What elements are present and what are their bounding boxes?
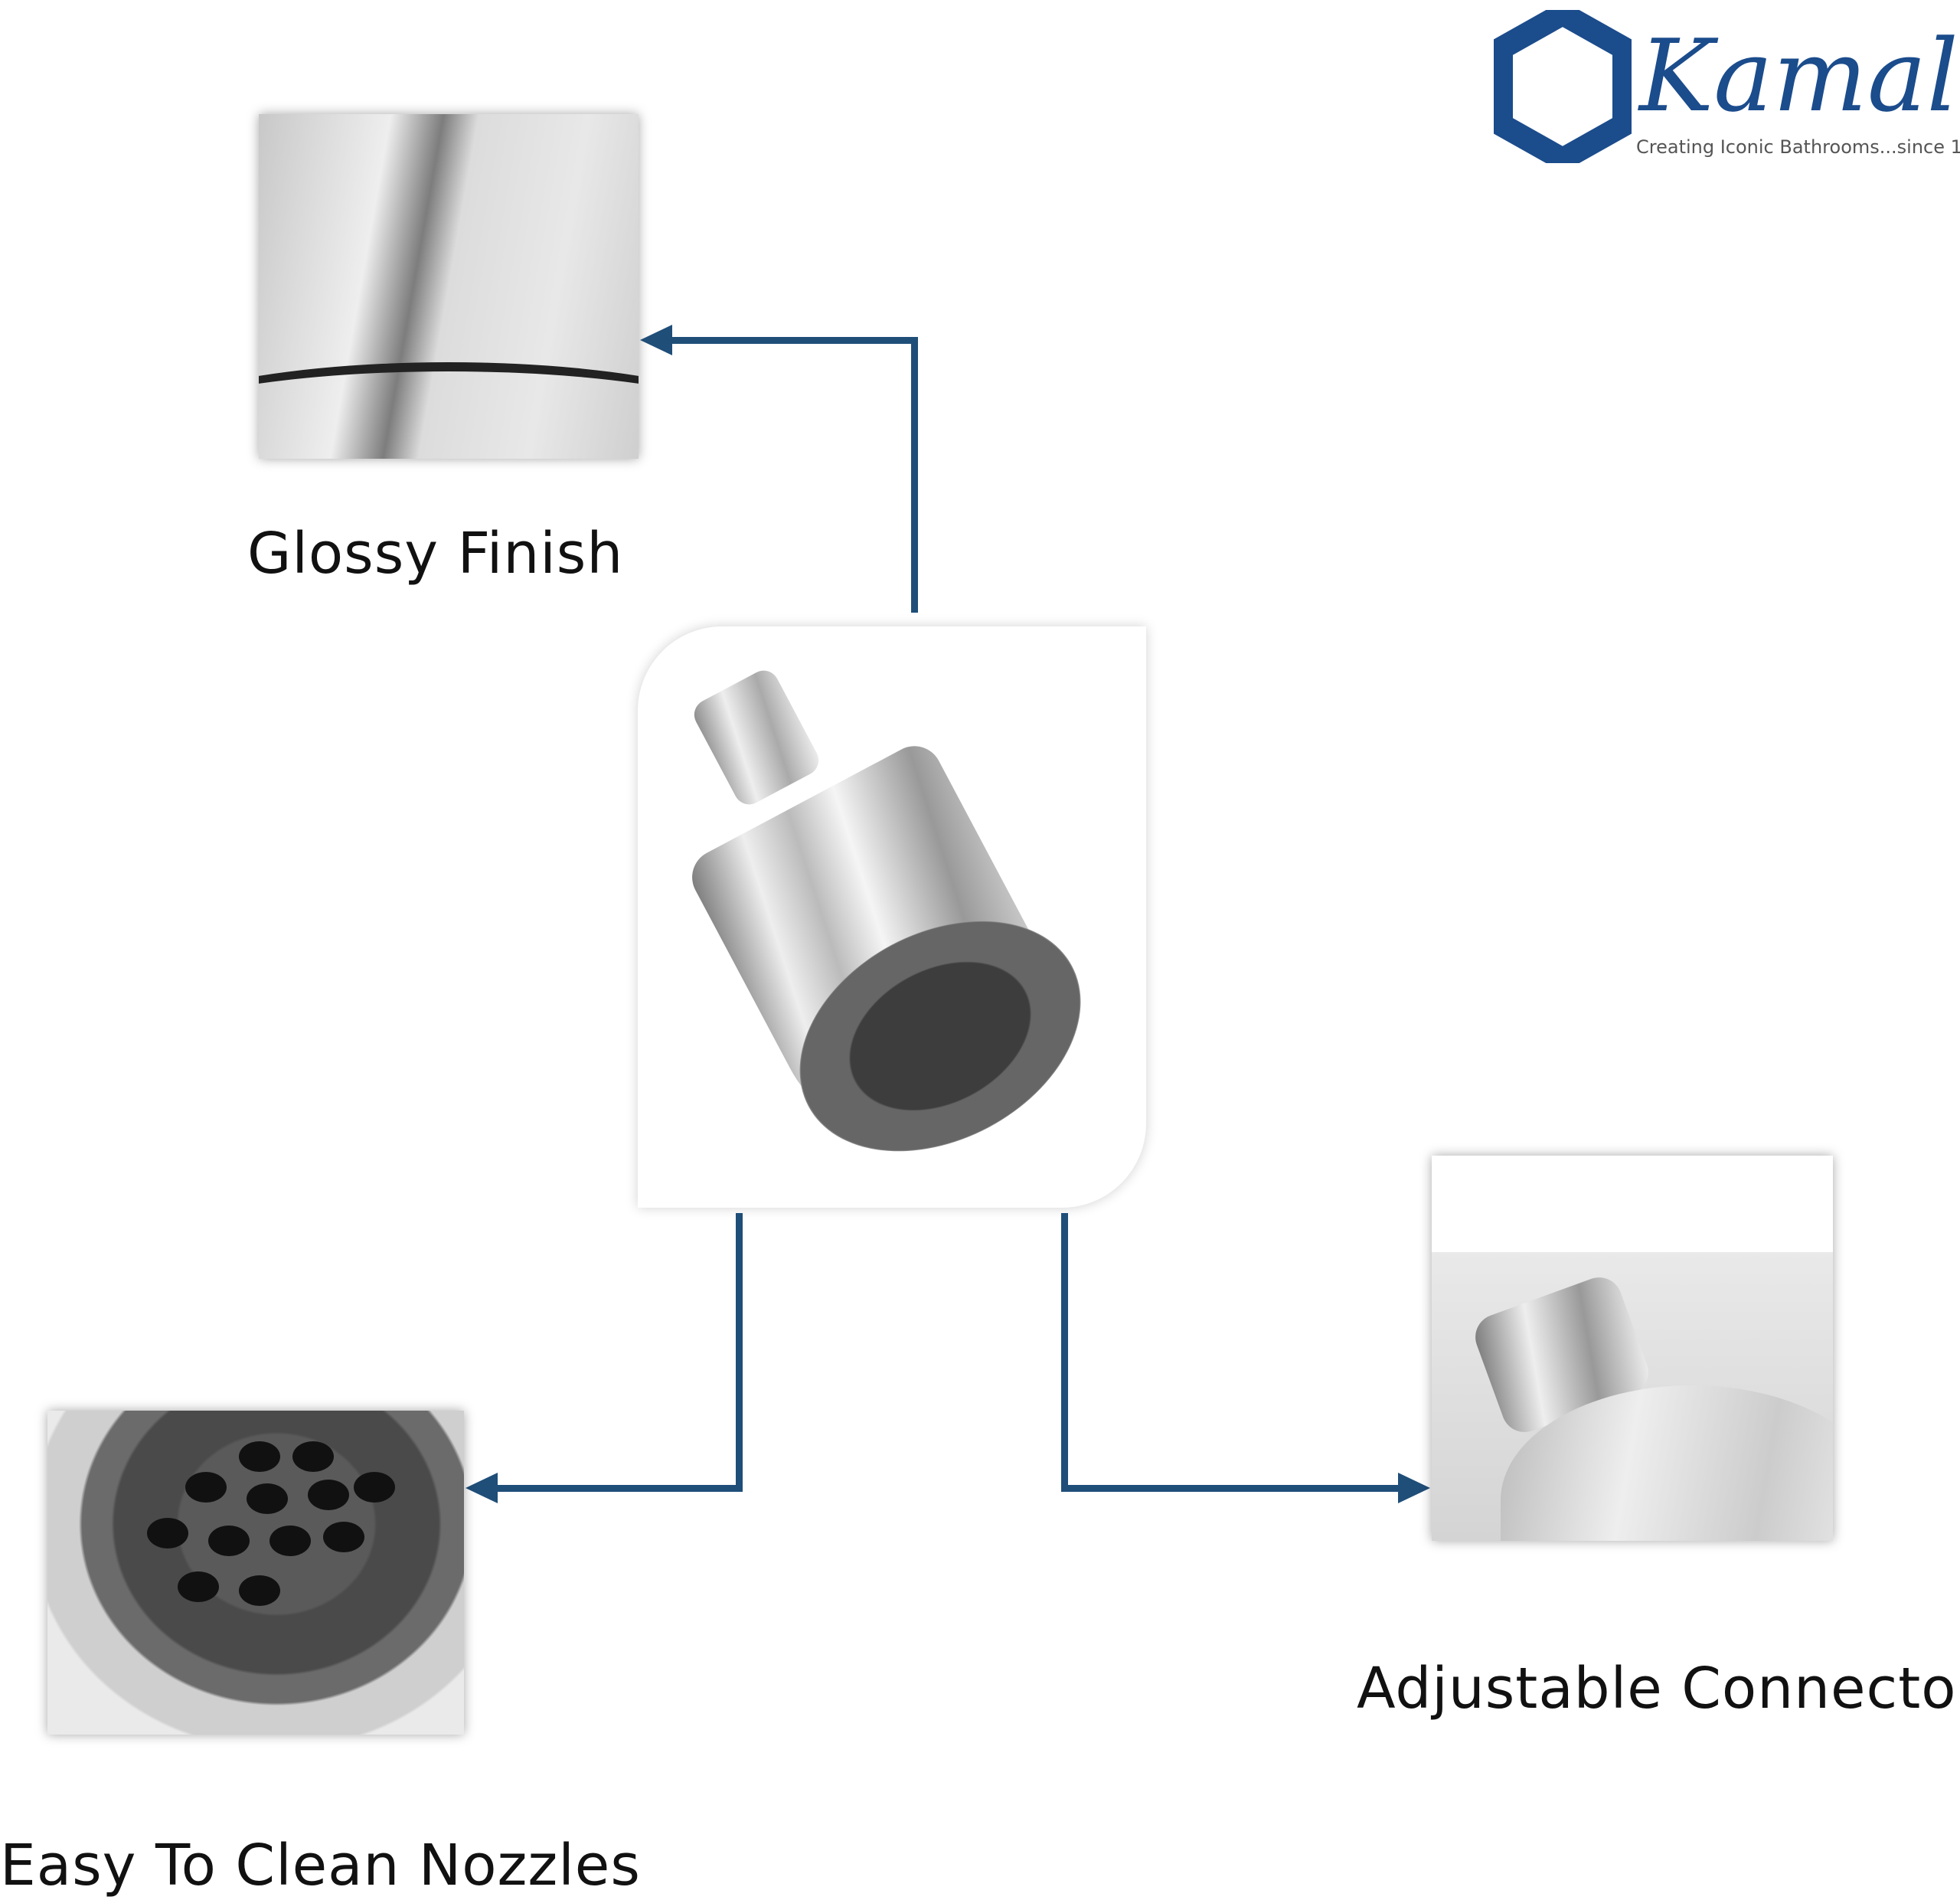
product-image-card [638,626,1146,1208]
adjustable-connector-image [1432,1156,1833,1541]
arrow-left-icon [466,1473,498,1503]
brand-name: Kamal [1639,18,1958,134]
connector-line [736,1213,743,1492]
connector-line [658,337,918,344]
arrow-left-icon [640,325,672,355]
hexagon-logo-icon [1494,10,1632,163]
connector-line [1061,1485,1406,1492]
brand-logo: Kamal Creating Iconic Bathrooms...since … [1494,10,1960,163]
adjustable-connector-label: Adjustable Connector [1357,1656,1960,1722]
glossy-finish-label: Glossy Finish [247,521,624,587]
arrow-right-icon [1398,1473,1430,1503]
connector-line [490,1485,743,1492]
glossy-finish-image [259,114,639,459]
shower-neck [688,665,825,810]
connector-line [1061,1213,1068,1492]
brand-tagline: Creating Iconic Bathrooms...since 1963 [1636,136,1960,158]
nozzles-image [47,1411,464,1735]
nozzles-label: Easy To Clean Nozzles [0,1833,641,1898]
connector-line [911,337,918,613]
